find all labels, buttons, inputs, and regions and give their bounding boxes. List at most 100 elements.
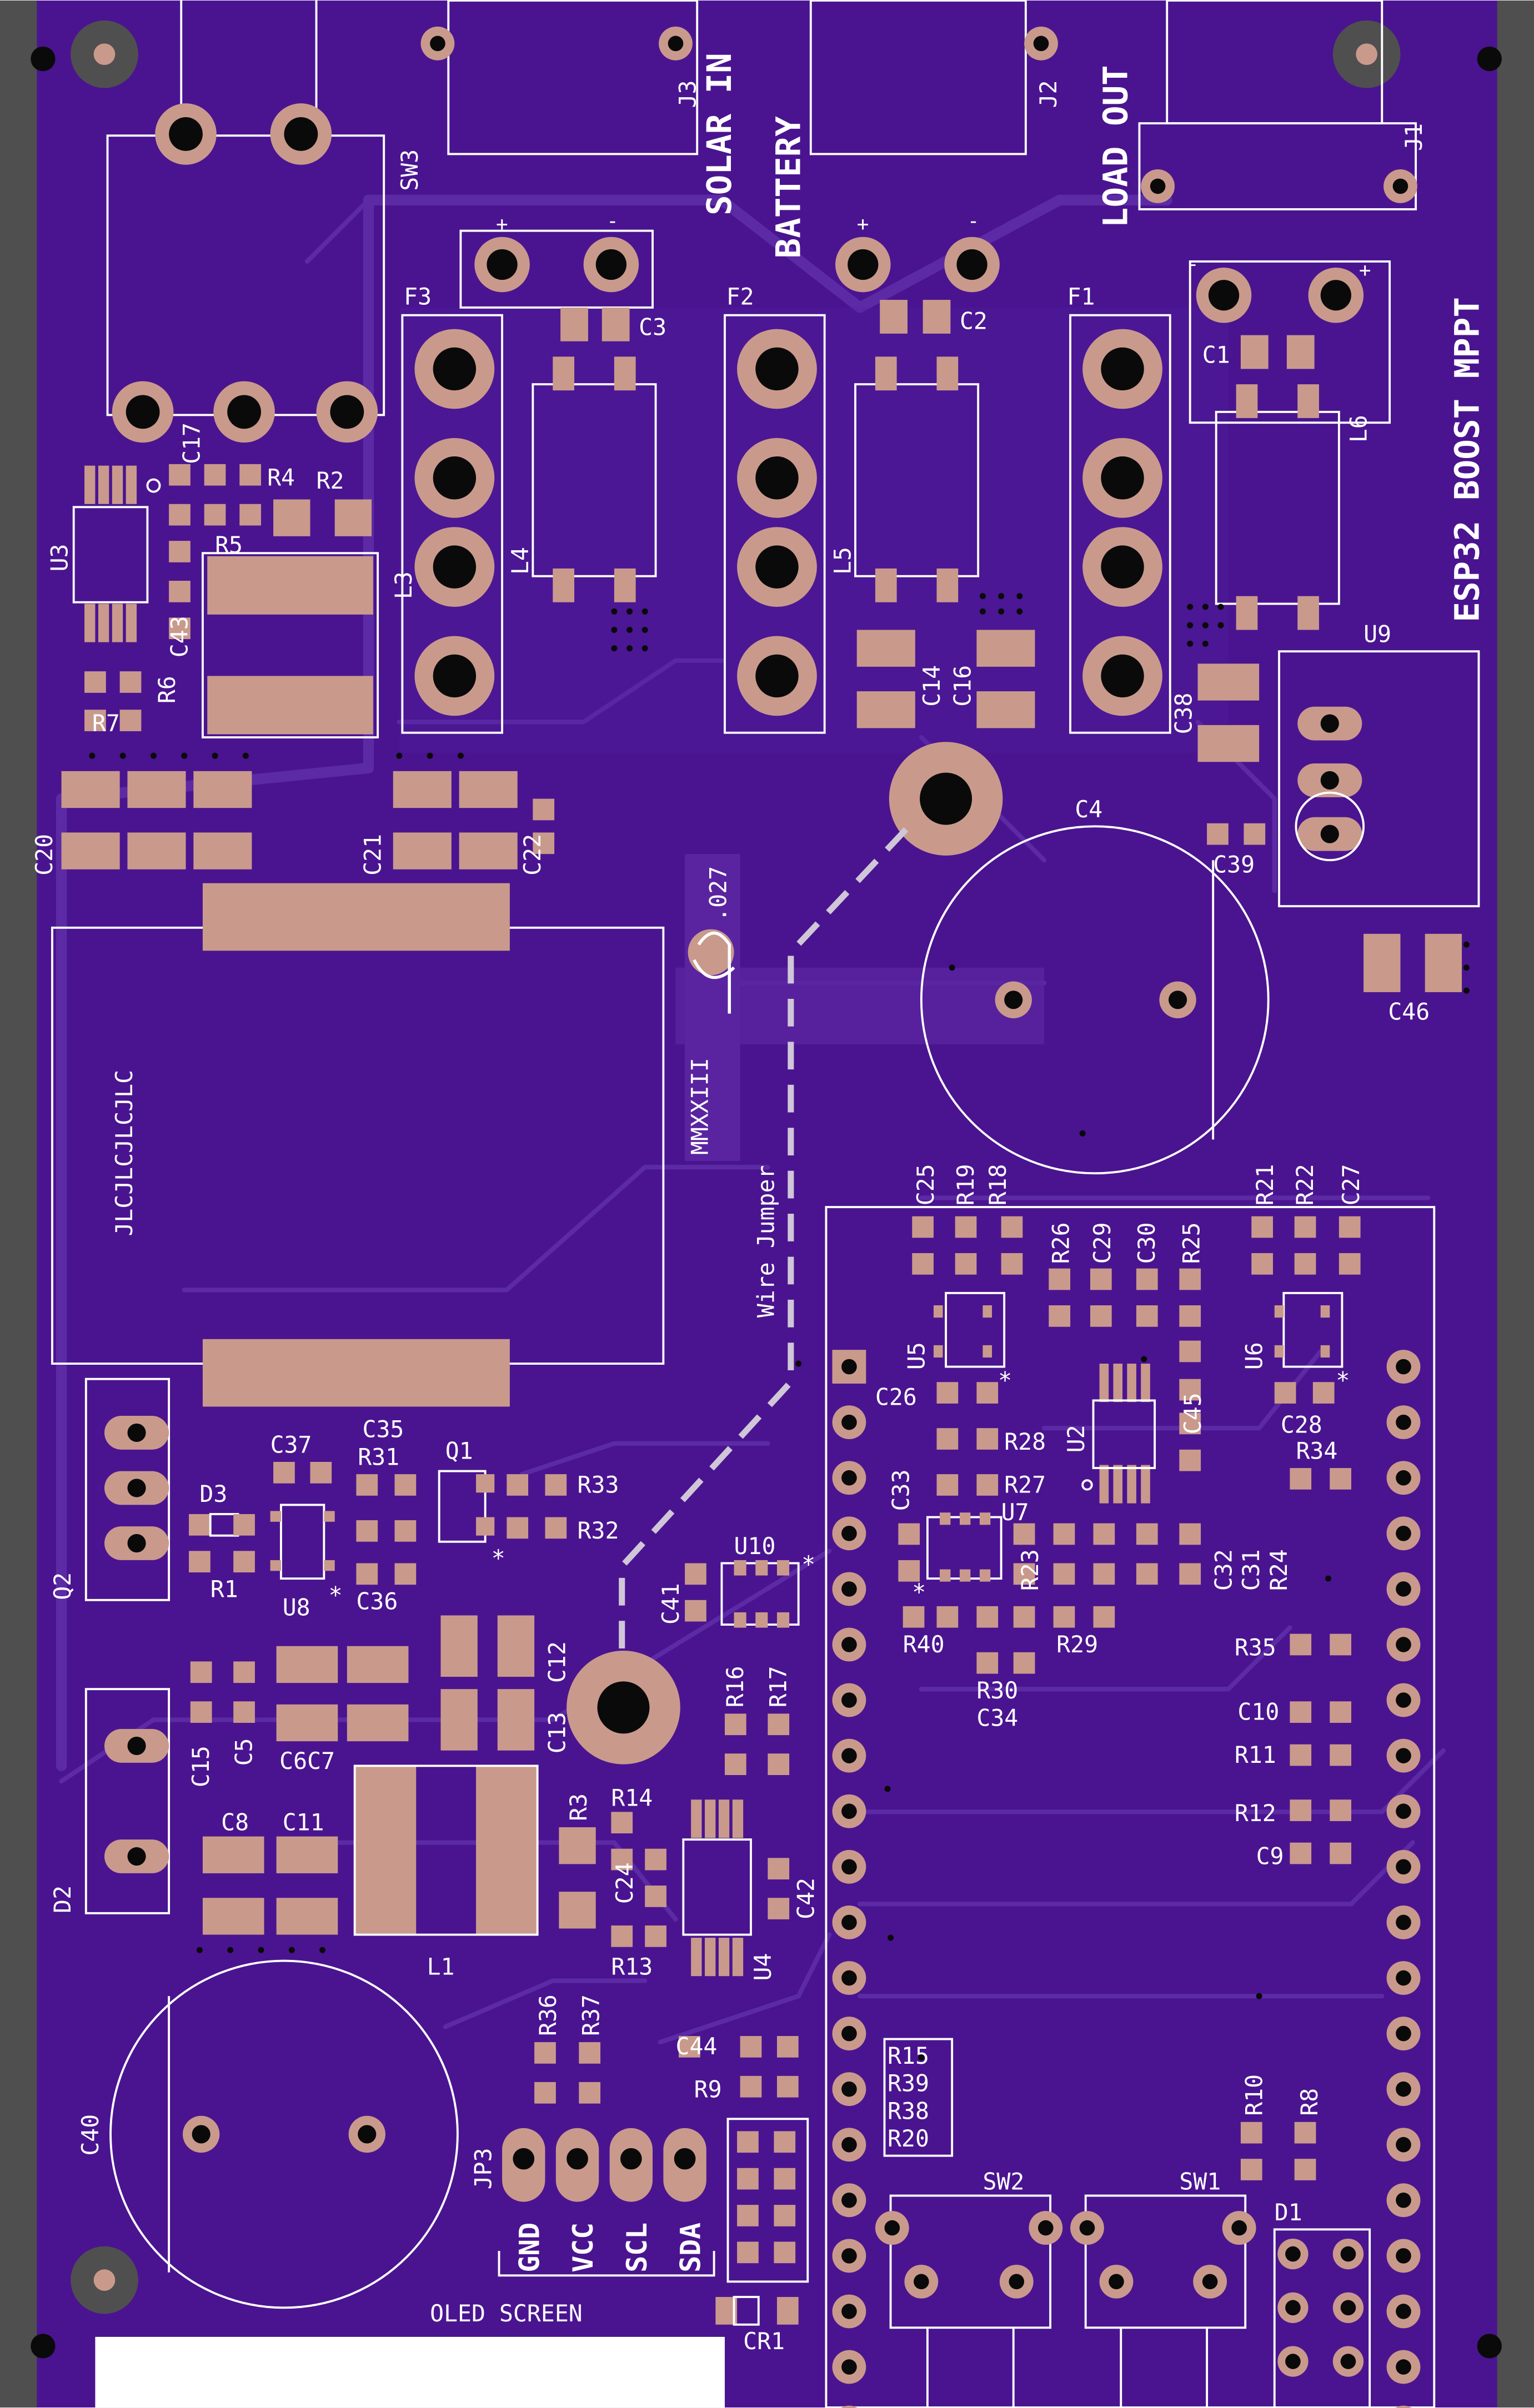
- refdes-r13: R13: [611, 1953, 653, 1980]
- header-pin-hole: [1396, 1748, 1411, 1763]
- pin1-u2: [1081, 1479, 1093, 1491]
- refdes-c33: C33: [888, 1470, 915, 1511]
- header-pin-hole: [1396, 2248, 1411, 2264]
- header-pin-hole: [841, 1970, 857, 1986]
- refdes-r8: R8: [1296, 2088, 1323, 2116]
- header-pin-hole: [841, 1748, 857, 1763]
- header-pin-hole: [841, 1637, 857, 1652]
- header-pin-hole: [1396, 1470, 1411, 1486]
- refdes-r18: R18: [985, 1164, 1011, 1205]
- refdes-c28: C28: [1281, 1411, 1322, 1438]
- refdes-r32: R32: [578, 1517, 619, 1544]
- refdes-l4: L4: [507, 547, 534, 575]
- refdes-r34: R34: [1296, 1437, 1337, 1464]
- pin1-u6: *: [1336, 1367, 1350, 1394]
- refdes-u9: U9: [1363, 621, 1391, 648]
- refdes-u3: U3: [47, 544, 73, 571]
- label-oled-gnd: GND: [513, 2223, 545, 2273]
- capacitor-c1: [1189, 260, 1391, 424]
- refdes-c32: C32: [1210, 1549, 1237, 1591]
- header-pin-hole: [1396, 1914, 1411, 1931]
- refdes-r37: R37: [578, 1994, 604, 2036]
- label-oled-sda: SDA: [675, 2223, 707, 2273]
- refdes-c25: C25: [913, 1164, 939, 1205]
- refdes-l5: L5: [830, 547, 856, 575]
- refdes-j3: J3: [674, 81, 701, 108]
- refdes-c38: C38: [1170, 693, 1197, 735]
- inductor-l5: [854, 356, 980, 602]
- refdes-sw2: SW2: [982, 2168, 1024, 2195]
- board-title: ESP32 BOOST MPPT: [1448, 297, 1487, 622]
- refdes-r33: R33: [578, 1471, 619, 1498]
- inductor-l4: [532, 356, 657, 602]
- header-pin-hole: [1396, 1859, 1411, 1875]
- connector-j3: [420, 0, 699, 155]
- refdes-r14: R14: [611, 1784, 653, 1811]
- refdes-c16: C16: [949, 665, 976, 707]
- refdes-sw1: SW1: [1179, 2168, 1221, 2195]
- refdes-f3: F3: [404, 283, 432, 310]
- header-pin-hole: [841, 2025, 857, 2042]
- header-pin-hole: [1396, 1692, 1411, 1708]
- left-edge-rail: [0, 0, 37, 2408]
- refdes-u4: U4: [750, 1953, 776, 1981]
- refdes-j2: J2: [1035, 81, 1062, 108]
- switch-sw3: [106, 0, 385, 443]
- header-pin-hole: [1396, 1581, 1411, 1597]
- capacitors-c14-c16: [856, 630, 1035, 728]
- refdes-c15: C15: [188, 1746, 214, 1787]
- label-jlc-logo: JLCJLCJLCJLC: [111, 1070, 138, 1236]
- refdes-c21: C21: [360, 834, 387, 876]
- pin1-u5: *: [998, 1367, 1012, 1394]
- header-pin-hole: [841, 2359, 857, 2375]
- refdes-c44: C44: [675, 2033, 717, 2060]
- header-pin-hole: [1396, 2359, 1411, 2375]
- polarity-c2-minus: -: [967, 210, 980, 233]
- refdes-u10: U10: [734, 1533, 776, 1560]
- refdes-r38: R38: [888, 2098, 929, 2124]
- inductor-l6: [1215, 384, 1340, 630]
- header-pin-hole: [841, 2304, 857, 2319]
- header-pin-hole: [1396, 1637, 1411, 1652]
- polarity-c2-plus: +: [857, 213, 869, 236]
- capacitor-c40: [109, 1959, 459, 2309]
- refdes-r23: R23: [1017, 1549, 1044, 1591]
- refdes-c46: C46: [1388, 999, 1430, 1025]
- board-title-text: ESP32 BOOST MPPT: [1448, 297, 1487, 622]
- refdes-c43: C43: [166, 616, 193, 657]
- connector-j1: [1138, 0, 1417, 210]
- header-pin-hole: [1396, 1970, 1411, 1986]
- refdes-c24: C24: [611, 1862, 638, 1904]
- refdes-c22: C22: [519, 834, 546, 876]
- refdes-r29: R29: [1056, 1631, 1098, 1658]
- polarity-c1-plus: +: [1359, 259, 1371, 282]
- refdes-d1: D1: [1275, 2199, 1302, 2226]
- header-pin-hole: [841, 1525, 857, 1541]
- refdes-c11: C11: [283, 1809, 324, 1836]
- refdes-u2: U2: [1063, 1425, 1090, 1452]
- label-thickness: .027: [705, 866, 732, 922]
- label-oled-scl: SCL: [621, 2223, 653, 2273]
- header-pin-hole: [841, 1859, 857, 1875]
- esp32-header-left: [832, 1350, 866, 2408]
- refdes-f2: F2: [726, 283, 754, 310]
- refdes-c41: C41: [658, 1583, 684, 1625]
- header-pin-hole: [1396, 2081, 1411, 2097]
- refdes-r22: R22: [1292, 1164, 1319, 1205]
- header-pin-hole: [1396, 2304, 1411, 2319]
- polarity-c3-minus: -: [606, 210, 619, 233]
- label-load-out: LOAD OUT: [1096, 65, 1135, 228]
- header-pin-hole: [1396, 2025, 1411, 2042]
- refdes-r39: R39: [888, 2070, 929, 2097]
- diode-d2: [84, 1688, 171, 1914]
- header-pin-hole: [1396, 1803, 1411, 1819]
- capacitor-c3: [459, 229, 654, 341]
- header-pin-hole: [1396, 2136, 1411, 2153]
- diode-d1: [1273, 2228, 1371, 2408]
- smd-driver-cluster: [189, 1461, 800, 1977]
- header-pin-hole: [841, 2136, 857, 2153]
- refdes-d2: D2: [49, 1886, 76, 1913]
- header-pin-hole: [841, 1914, 857, 1931]
- refdes-r7: R7: [92, 710, 120, 737]
- refdes-r4: R4: [267, 465, 295, 491]
